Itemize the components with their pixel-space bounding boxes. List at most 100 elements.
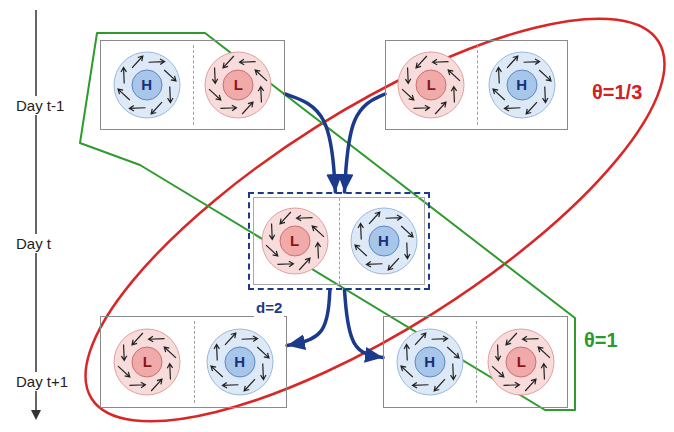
node-text: H	[234, 354, 245, 371]
wind-arrow	[277, 261, 293, 266]
wind-arrow	[402, 89, 414, 100]
wind-arrow	[523, 59, 539, 64]
wind-arrow	[507, 56, 518, 68]
inner-isobar	[415, 347, 445, 377]
outer-isobar	[262, 208, 328, 274]
node-text: L	[517, 354, 526, 371]
wind-arrow	[255, 70, 267, 81]
wind-arrow	[296, 215, 312, 220]
outer-isobar	[488, 329, 554, 395]
wind-arrow	[129, 106, 145, 111]
node-text: L	[290, 233, 299, 250]
time-axis-arrowhead	[31, 410, 41, 420]
wind-arrow	[448, 70, 460, 81]
wind-arrow	[404, 344, 409, 360]
outer-isobar	[398, 52, 464, 118]
inner-isobar	[369, 226, 399, 256]
inner-isobar	[132, 347, 162, 377]
wind-arrow	[315, 243, 320, 259]
wind-arrow	[523, 336, 539, 341]
wind-arrow	[431, 336, 447, 341]
wind-arrow	[401, 226, 413, 237]
wind-arrow	[451, 87, 456, 103]
wind-arrow	[493, 89, 505, 100]
wind-arrow	[299, 258, 310, 270]
wind-arrow	[214, 344, 219, 360]
inner-isobar	[225, 347, 255, 377]
wind-arrow	[542, 87, 547, 103]
transition-arrow	[287, 290, 330, 345]
node-text: H	[378, 233, 389, 250]
pressure-system: L	[483, 324, 559, 400]
wind-arrow	[525, 379, 536, 391]
inner-isobar	[280, 226, 310, 256]
wind-arrow	[241, 336, 257, 341]
wind-arrow	[240, 59, 256, 64]
wind-arrow	[280, 212, 291, 224]
inner-isobar	[223, 70, 253, 100]
wind-arrow	[132, 56, 143, 68]
time-axis	[35, 10, 37, 418]
pressure-system: L	[393, 47, 469, 123]
wind-arrow	[167, 87, 172, 103]
wind-arrow	[164, 70, 176, 81]
theta-one-polygon	[80, 33, 575, 410]
wind-arrow	[406, 67, 411, 83]
divider-line	[339, 198, 340, 284]
wind-arrow	[541, 364, 546, 380]
wind-arrow	[258, 87, 263, 103]
wind-arrow	[434, 379, 445, 391]
wind-arrow	[433, 59, 449, 64]
pressure-system: H	[346, 203, 422, 279]
outer-isobar	[397, 329, 463, 395]
wind-arrow	[164, 347, 176, 358]
node-text: H	[424, 354, 435, 371]
wind-arrow	[447, 347, 459, 358]
wind-arrow	[130, 382, 146, 387]
theta-label: θ=1	[582, 328, 620, 353]
wind-arrow	[221, 105, 237, 110]
transition-arrow	[285, 94, 335, 192]
wind-arrow	[504, 106, 520, 111]
inner-isobar	[132, 70, 162, 100]
wind-arrow	[312, 226, 324, 237]
wind-arrow	[118, 366, 130, 377]
day-panel: LH	[100, 316, 287, 408]
wind-arrow	[366, 262, 382, 267]
wind-arrow	[213, 67, 218, 83]
wind-arrow	[412, 383, 428, 388]
pressure-system: L	[109, 324, 185, 400]
day-panel: LH	[248, 192, 430, 290]
inner-isobar	[416, 70, 446, 100]
divider-line	[194, 321, 195, 403]
transition-arrow	[344, 290, 383, 357]
wind-arrow	[506, 333, 517, 345]
wind-arrow	[415, 333, 426, 345]
node-text: L	[427, 77, 436, 94]
node-text: H	[516, 77, 527, 94]
wind-arrow	[132, 333, 143, 345]
wind-arrow	[121, 67, 126, 83]
wind-arrow	[167, 364, 172, 380]
wind-arrow	[222, 383, 238, 388]
pressure-system: L	[257, 203, 333, 279]
theta-label: θ=1/3	[590, 80, 644, 105]
day-label: Day t	[14, 234, 53, 253]
wind-arrow	[496, 67, 501, 83]
wind-arrow	[242, 102, 253, 114]
wind-arrow	[369, 212, 380, 224]
wind-arrow	[257, 347, 269, 358]
outer-isobar	[114, 329, 180, 395]
wind-arrow	[404, 243, 409, 259]
wind-arrow	[211, 366, 223, 377]
wind-arrow	[209, 89, 221, 100]
outer-isobar	[351, 208, 417, 274]
outer-isobar	[114, 52, 180, 118]
theta-third-ellipse	[33, 0, 674, 432]
pressure-system: L	[200, 47, 276, 123]
wind-arrow	[151, 102, 162, 114]
divider-line	[193, 45, 194, 125]
